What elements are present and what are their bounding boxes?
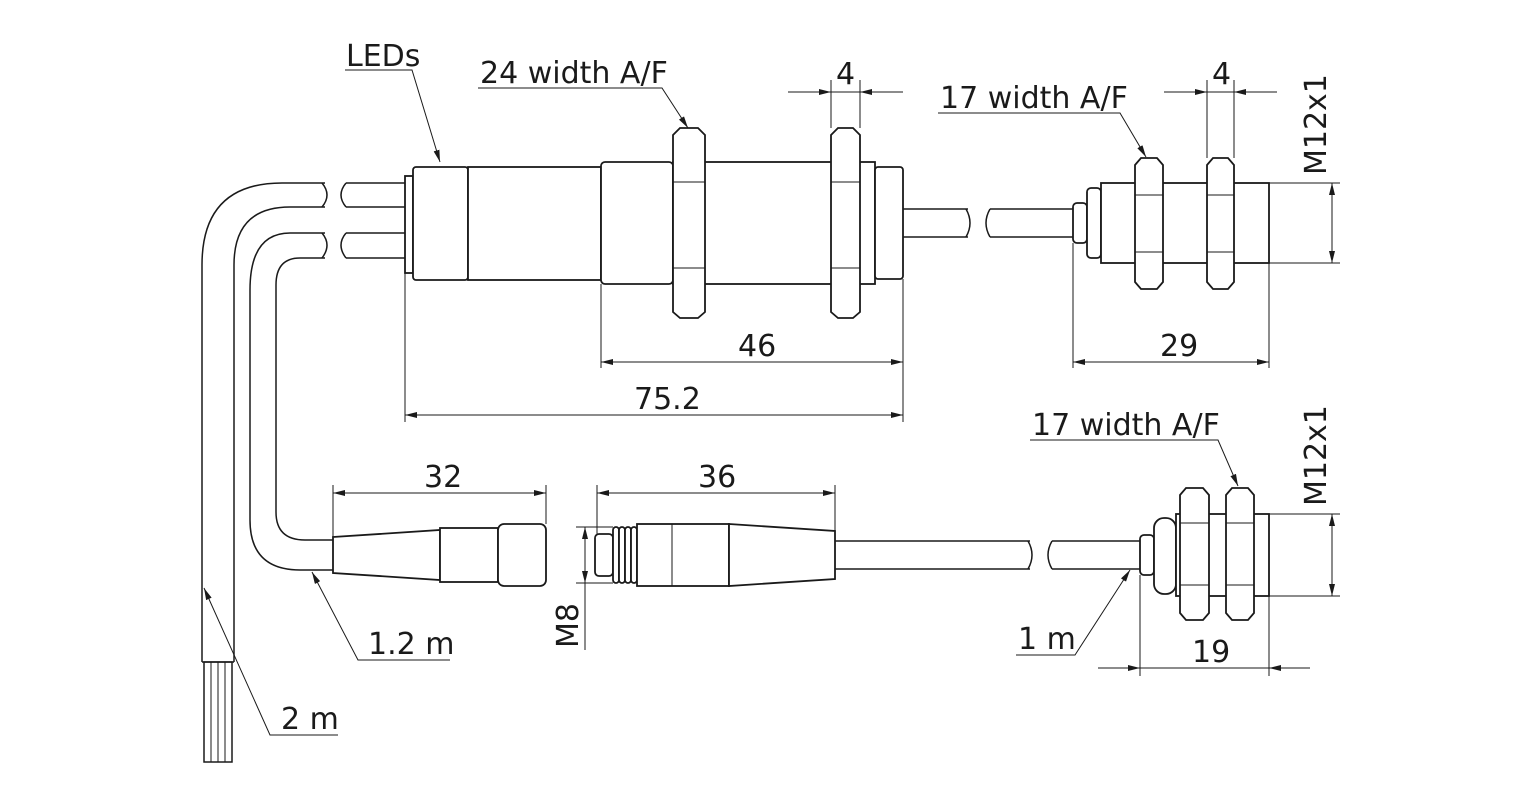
wire-strands — [203, 661, 233, 763]
cable-1-2m-label: 1.2 m — [368, 627, 454, 662]
m8-thread — [612, 526, 638, 584]
main-sensor — [404, 127, 904, 319]
af24-label: 24 width A/F — [480, 56, 668, 91]
thread-top-label: M12x1 — [1299, 74, 1334, 175]
cable-bottom-1m — [835, 540, 1140, 570]
dimension-lines — [203, 69, 1340, 736]
cable-2m-label: 2 m — [281, 702, 339, 737]
dim-4-left-label: 4 — [836, 57, 855, 92]
af17-top-label: 17 width A/F — [940, 81, 1128, 116]
af17-bottom-label: 17 width A/F — [1032, 408, 1220, 443]
dim-36-label: 36 — [698, 460, 736, 495]
cable-1m-label: 1 m — [1018, 622, 1076, 657]
thread-m8-label: M8 — [551, 603, 586, 648]
male-connector-36 — [594, 523, 836, 587]
dim-29-label: 29 — [1160, 329, 1198, 364]
dim-46-label: 46 — [738, 329, 776, 364]
female-connector-32 — [332, 523, 547, 587]
leds-label: LEDs — [346, 39, 420, 74]
dim-75-2-label: 75.2 — [634, 382, 701, 417]
dim-4-right-label: 4 — [1212, 57, 1231, 92]
cable-group — [201, 182, 405, 763]
dim-32-label: 32 — [424, 460, 462, 495]
cable-main-to-m12 — [903, 208, 1073, 238]
thread-bottom-label: M12x1 — [1299, 405, 1334, 506]
m12-sensor-bottom — [1139, 487, 1270, 621]
dim-19-label: 19 — [1192, 635, 1230, 670]
m12-sensor-top — [1072, 157, 1270, 290]
